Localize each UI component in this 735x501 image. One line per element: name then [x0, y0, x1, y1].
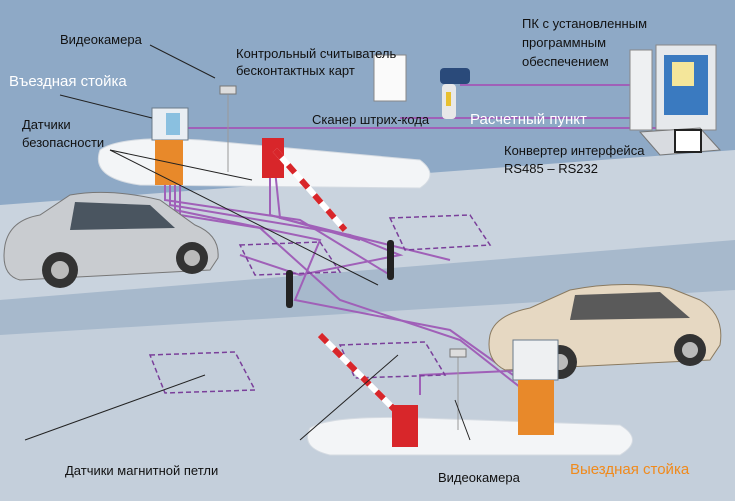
- leader-lines: [24, 44, 471, 441]
- car-left: [3, 191, 219, 288]
- camera-top: [219, 85, 237, 172]
- entry-barrier: [262, 138, 348, 232]
- converter: [674, 129, 702, 153]
- safety-post: [387, 240, 394, 280]
- label-pc-1: ПК с установленным: [522, 16, 648, 31]
- label-loop-sensors: Датчики магнитной петли: [65, 463, 219, 478]
- label-entry-stand: Въездная стойка: [9, 73, 127, 90]
- label-reader-1: Контрольный считыватель: [236, 46, 397, 61]
- label-safety-2: безопасности: [22, 135, 105, 150]
- camera-bottom: [449, 348, 467, 430]
- label-camera-top: Видеокамера: [60, 32, 142, 47]
- label-camera-bottom: Видеокамера: [438, 470, 520, 485]
- label-exit-stand: Выездная стойка: [570, 461, 690, 478]
- barcode-scanner: [440, 68, 470, 119]
- exit-stand: [512, 339, 559, 435]
- label-converter-1: Конвертер интерфейса: [504, 143, 645, 158]
- label-payment-point: Расчетный пункт: [470, 111, 587, 128]
- safety-post: [286, 270, 293, 308]
- card-reader: [373, 54, 407, 102]
- label-safety-1: Датчики: [22, 117, 71, 132]
- label-reader-2: бесконтактных карт: [236, 63, 355, 78]
- exit-barrier: [317, 332, 418, 447]
- label-pc-2: программным: [522, 35, 607, 50]
- label-scanner: Сканер штрих-кода: [312, 112, 430, 127]
- entry-stand: [151, 107, 189, 185]
- label-pc-3: обеспечением: [522, 54, 609, 69]
- label-converter-2: RS485 – RS232: [504, 161, 598, 176]
